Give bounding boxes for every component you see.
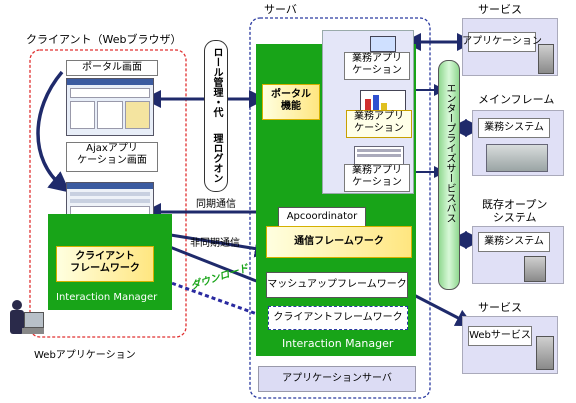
business-app-2: 業務アプリ ケーション: [346, 110, 412, 138]
portal-function-line1: ポータル: [271, 89, 311, 100]
legacy-open-label: 既存オープン システム: [482, 198, 547, 224]
service-label-top: サービス: [478, 3, 522, 16]
role-management-pill: ロール管理・代 理ログオン: [204, 40, 228, 192]
business-app-1: 業務アプリ ケーション: [344, 52, 410, 80]
legacy-business-system: 業務システム: [478, 232, 550, 252]
business-app-3-line1: 業務アプリ: [352, 165, 402, 176]
business-app-3: 業務アプリ ケーション: [344, 164, 410, 192]
business-app-1-line1: 業務アプリ: [352, 53, 402, 64]
portal-to-ajax-curve: [36, 70, 71, 193]
web-service-server-icon: [536, 336, 554, 370]
role-management-line1: ロール管理・代: [211, 47, 222, 117]
client-interaction-manager-label: Interaction Manager: [56, 292, 158, 303]
ajax-screen-label-line1: Ajaxアプリ: [86, 143, 138, 154]
mashup-to-webservice-arrow: [407, 290, 474, 327]
legacy-server-icon: [524, 256, 546, 282]
ajax-screen-label-line2: ケーション画面: [77, 155, 147, 166]
server-client-framework-box: クライアントフレームワーク: [268, 306, 408, 330]
portal-function-box: ポータル 機能: [262, 84, 320, 120]
legacy-open-line2: システム: [492, 211, 537, 224]
esb-label: エンタープライズサービスバス: [444, 83, 455, 223]
client-framework-box: クライアント フレームワーク: [56, 246, 154, 282]
web-service-box: Webサービス: [468, 326, 532, 346]
mainframe-icon: [486, 144, 548, 172]
comm-framework-box: 通信フレームワーク: [266, 226, 412, 258]
app-server-bar: アプリケーションサーバ: [258, 366, 416, 392]
apcoordinator-box: Apcoordinator: [278, 207, 366, 227]
client-framework-line2: フレームワーク: [70, 263, 140, 274]
business-app-1-icon: [370, 36, 396, 52]
business-app-3-icon: [354, 146, 404, 166]
business-app-3-line2: ケーション: [352, 177, 402, 188]
portal-function-line2: 機能: [281, 101, 301, 112]
business-app-1-line2: ケーション: [352, 65, 402, 76]
service-label-bottom: サービス: [478, 301, 522, 314]
ajax-screen-label: Ajaxアプリ ケーション画面: [66, 142, 158, 172]
mainframe-business-system: 業務システム: [478, 118, 550, 138]
business-app-2-line1: 業務アプリ: [354, 111, 404, 122]
client-boundary: [29, 49, 187, 338]
server-title: サーバ: [264, 3, 297, 16]
server-interaction-manager-label: Interaction Manager: [282, 337, 394, 350]
mashup-framework-box: マッシュアップフレームワーク: [266, 272, 408, 298]
business-app-2-line2: ケーション: [354, 123, 404, 134]
sync-label: 同期通信: [196, 199, 236, 210]
user-caption: Webアプリケーション: [34, 350, 136, 361]
esb-tube: エンタープライズサービスバス: [438, 60, 460, 290]
async-label: 非同期通信: [190, 238, 240, 249]
role-management-line2: 理ログオン: [211, 133, 222, 183]
legacy-open-line1: 既存オープン: [482, 198, 548, 211]
portal-screen-thumbnail: [66, 78, 154, 136]
user-avatar: [10, 300, 46, 340]
portal-screen-label: ポータル画面: [66, 60, 158, 76]
client-title: クライアント（Webブラウザ）: [26, 33, 182, 46]
mainframe-label: メインフレーム: [478, 93, 555, 106]
application-box: アプリケーション: [462, 32, 542, 52]
client-framework-line1: クライアント: [75, 251, 135, 262]
application-server-icon: [538, 44, 554, 74]
